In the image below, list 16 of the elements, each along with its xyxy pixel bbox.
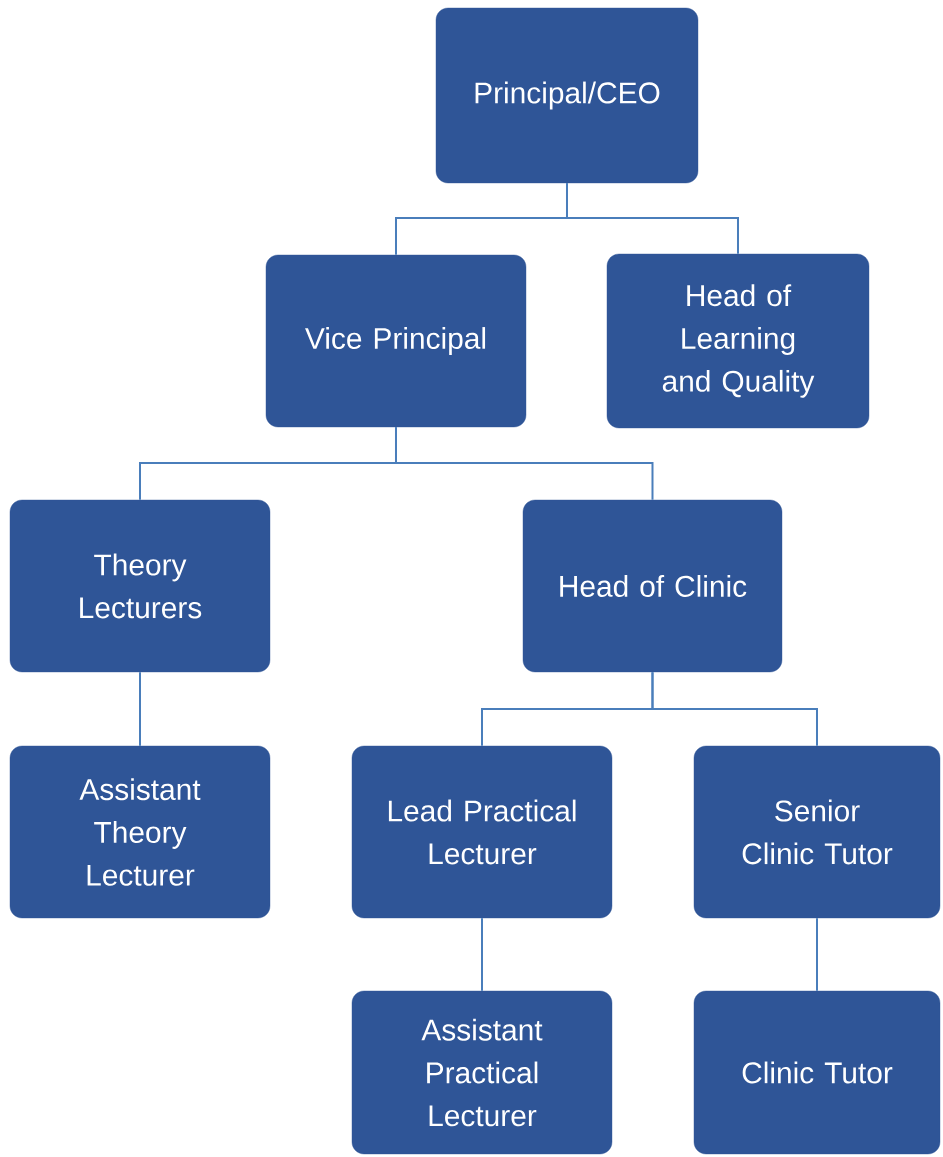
org-box: Vice Principal xyxy=(265,254,527,428)
org-box: Assistant Practical Lecturer xyxy=(351,990,613,1155)
org-box: Lead Practical Lecturer xyxy=(351,745,613,919)
org-box: Theory Lecturers xyxy=(9,499,271,673)
connector-line xyxy=(139,671,141,747)
org-box: Clinic Tutor xyxy=(693,990,941,1155)
org-box: Head of Learning and Quality xyxy=(606,253,870,429)
org-box: Principal/CEO xyxy=(435,7,699,184)
org-box: Assistant Theory Lecturer xyxy=(9,745,271,919)
connector-line xyxy=(395,426,654,501)
connector-line xyxy=(481,917,483,992)
org-box: Senior Clinic Tutor xyxy=(693,745,941,919)
org-box: Head of Clinic xyxy=(522,499,783,673)
connector-line xyxy=(651,671,818,747)
connector-line xyxy=(816,917,818,992)
connector-line xyxy=(566,182,739,255)
